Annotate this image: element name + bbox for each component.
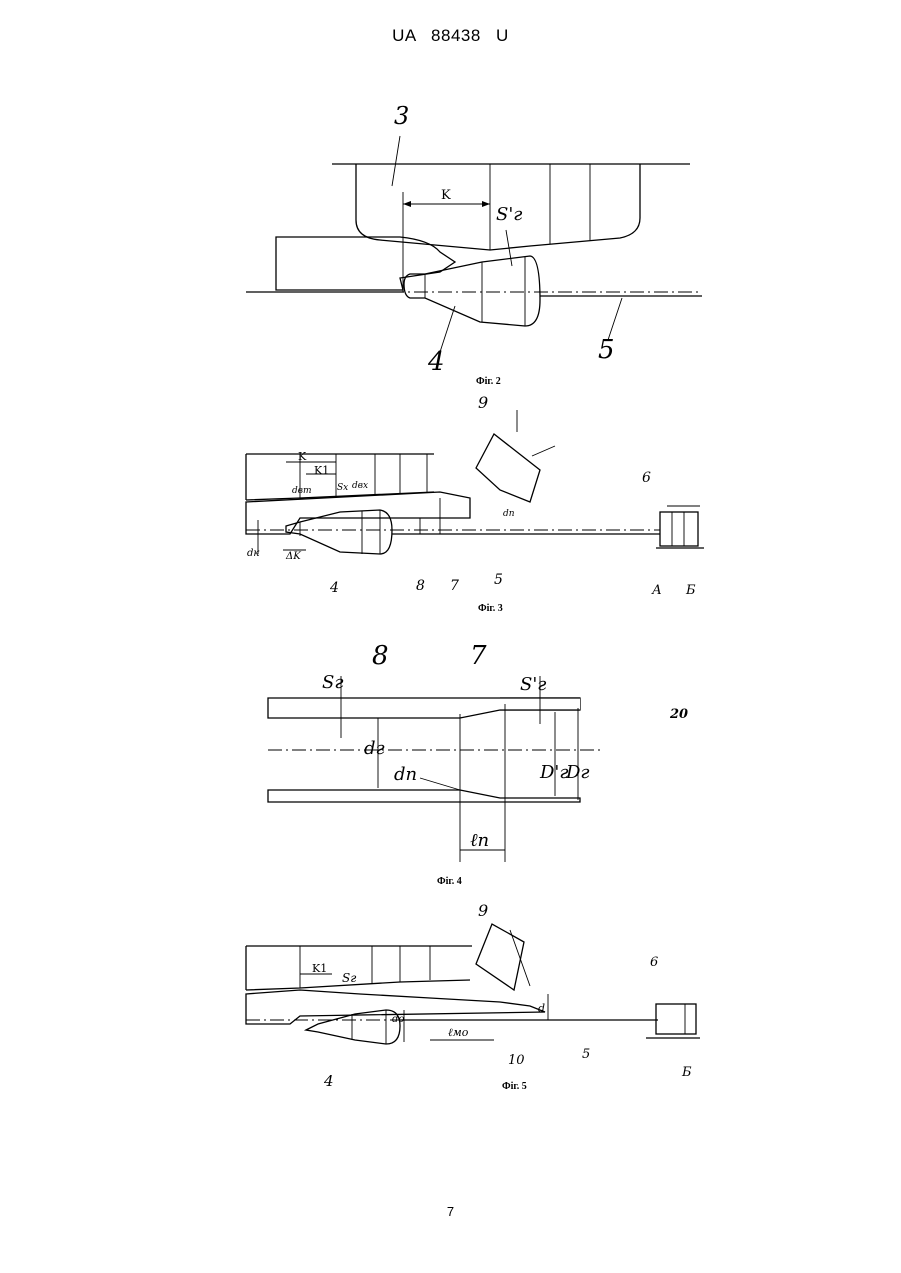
fig3-end-label: 7 bbox=[450, 578, 459, 594]
fig2-mandrel-label: 4 bbox=[427, 347, 445, 377]
fig3-point-a: А bbox=[651, 583, 662, 598]
figure-5-drawing: K1 Sг dо ℓмо d 9 6 4 10 5 Б bbox=[0, 890, 901, 1090]
fig5-lmo: ℓмо bbox=[448, 1026, 469, 1039]
figure-2-caption: Фіг. 2 bbox=[476, 376, 501, 387]
fig5-k1: K1 bbox=[312, 962, 327, 975]
fig3-roller-label: 9 bbox=[478, 393, 488, 412]
figure-3-caption: Фіг. 3 bbox=[478, 603, 503, 614]
fig3-rod-label: 5 bbox=[494, 572, 503, 588]
document-header: UA 88438 U bbox=[0, 26, 901, 46]
fig4-sg-prime: S'г bbox=[520, 674, 546, 695]
fig5-d: d bbox=[538, 1002, 545, 1015]
fig5-part-label: 10 bbox=[508, 1053, 525, 1068]
figure-4-caption: Фіг. 4 bbox=[437, 876, 462, 887]
figure-5-caption: Фіг. 5 bbox=[502, 1081, 527, 1092]
figure-3-drawing: K K1 ΔK dк dвт Sх dвх 9 dп 6 4 8 7 5 А Б bbox=[0, 394, 901, 604]
fig3-tube-label: 8 bbox=[416, 578, 425, 594]
figure-4-drawing: 8 7 Sг S'г dг dп D'г Dг ℓп 20 bbox=[0, 628, 901, 878]
fig5-stop-label: 6 bbox=[650, 955, 658, 970]
fig2-roll-label: 3 bbox=[394, 102, 409, 130]
fig3-dk: dк bbox=[247, 548, 259, 559]
fig4-ln: ℓп bbox=[470, 830, 489, 851]
fig4-tube-label: 8 bbox=[372, 641, 389, 671]
fig4-end-label: 7 bbox=[470, 641, 487, 671]
fig3-delta-k: ΔK bbox=[285, 551, 301, 562]
fig3-k1: K1 bbox=[314, 464, 329, 477]
fig3-sx: Sх bbox=[337, 483, 348, 493]
fig4-sg: Sг bbox=[322, 672, 343, 693]
fig3-k: K bbox=[298, 450, 307, 463]
fig3-point-b: Б bbox=[685, 583, 696, 598]
fig2-dimension-k: K bbox=[441, 188, 451, 203]
fig4-dg: dг bbox=[364, 738, 385, 759]
fig3-stop-label: 6 bbox=[642, 470, 651, 486]
fig2-gap-label: S'г bbox=[496, 204, 522, 225]
page-number: 7 bbox=[0, 1204, 901, 1219]
fig3-dbt: dвт bbox=[292, 486, 312, 496]
fig5-point-b: Б bbox=[681, 1065, 692, 1080]
fig5-d0: dо bbox=[392, 1014, 404, 1025]
fig4-ref-number: 20 bbox=[669, 707, 688, 722]
fig5-sg: Sг bbox=[342, 971, 356, 985]
fig3-dbx: dвх bbox=[352, 481, 368, 491]
fig3-mandrel-label: 4 bbox=[329, 580, 339, 596]
fig4-d-big: Dг bbox=[565, 762, 590, 783]
fig5-roller-label: 9 bbox=[478, 901, 488, 920]
fig4-d-prime: D'г bbox=[539, 762, 568, 783]
fig5-rod-label: 5 bbox=[582, 1047, 590, 1062]
fig5-mandrel-label: 4 bbox=[323, 1072, 334, 1090]
fig4-dn: dп bbox=[394, 764, 417, 785]
fig2-rod-label: 5 bbox=[598, 335, 615, 365]
fig3-dn: dп bbox=[503, 509, 515, 519]
